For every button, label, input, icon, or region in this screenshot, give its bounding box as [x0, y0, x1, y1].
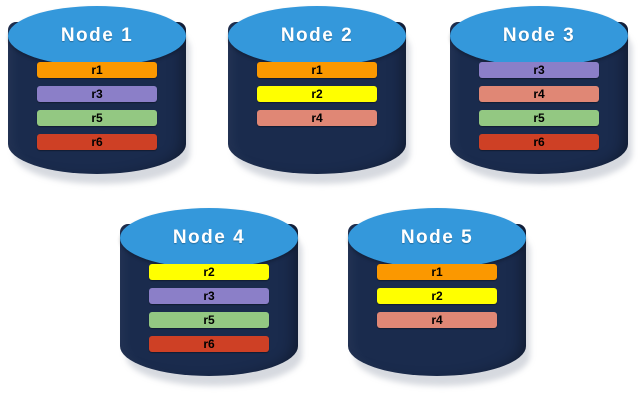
record-bar[interactable]: r1 — [37, 62, 157, 78]
cylinder-top-ellipse — [450, 6, 628, 66]
record-bar[interactable]: r2 — [257, 86, 377, 102]
node-cylinder-2[interactable]: Node 2 r1 r2 r4 — [228, 6, 410, 184]
record-list: r3 r4 r5 r6 — [479, 62, 599, 150]
record-list: r1 r2 r4 — [257, 62, 377, 126]
record-list: r1 r2 r4 — [377, 264, 497, 328]
record-bar[interactable]: r5 — [149, 312, 269, 328]
record-list: r2 r3 r5 r6 — [149, 264, 269, 352]
record-bar[interactable]: r2 — [377, 288, 497, 304]
record-list: r1 r3 r5 r6 — [37, 62, 157, 150]
cylinder-top-ellipse — [348, 208, 526, 268]
node-label: Node 3 — [502, 25, 576, 46]
record-bar[interactable]: r6 — [37, 134, 157, 150]
node-label: Node 4 — [172, 227, 246, 248]
node-cylinder-3[interactable]: Node 3 r3 r4 r5 r6 — [450, 6, 632, 184]
node-cylinder-5[interactable]: Node 5 r1 r2 r4 — [348, 208, 530, 386]
node-cylinder-4[interactable]: Node 4 r2 r3 r5 r6 — [120, 208, 302, 386]
node-label: Node 2 — [280, 25, 354, 46]
cylinder-top-ellipse — [228, 6, 406, 66]
cylinder-top-ellipse — [8, 6, 186, 66]
record-bar[interactable]: r6 — [149, 336, 269, 352]
record-bar[interactable]: r1 — [377, 264, 497, 280]
node-label: Node 1 — [60, 25, 134, 46]
cylinder-top-ellipse — [120, 208, 298, 268]
record-bar[interactable]: r3 — [479, 62, 599, 78]
record-bar[interactable]: r6 — [479, 134, 599, 150]
node-label: Node 5 — [400, 227, 474, 248]
record-bar[interactable]: r5 — [37, 110, 157, 126]
record-bar[interactable]: r4 — [479, 86, 599, 102]
record-bar[interactable]: r3 — [149, 288, 269, 304]
record-bar[interactable]: r4 — [257, 110, 377, 126]
record-bar[interactable]: r3 — [37, 86, 157, 102]
record-bar[interactable]: r5 — [479, 110, 599, 126]
record-bar[interactable]: r4 — [377, 312, 497, 328]
node-cylinder-1[interactable]: Node 1 r1 r3 r5 r6 — [8, 6, 190, 184]
record-bar[interactable]: r1 — [257, 62, 377, 78]
record-bar[interactable]: r2 — [149, 264, 269, 280]
